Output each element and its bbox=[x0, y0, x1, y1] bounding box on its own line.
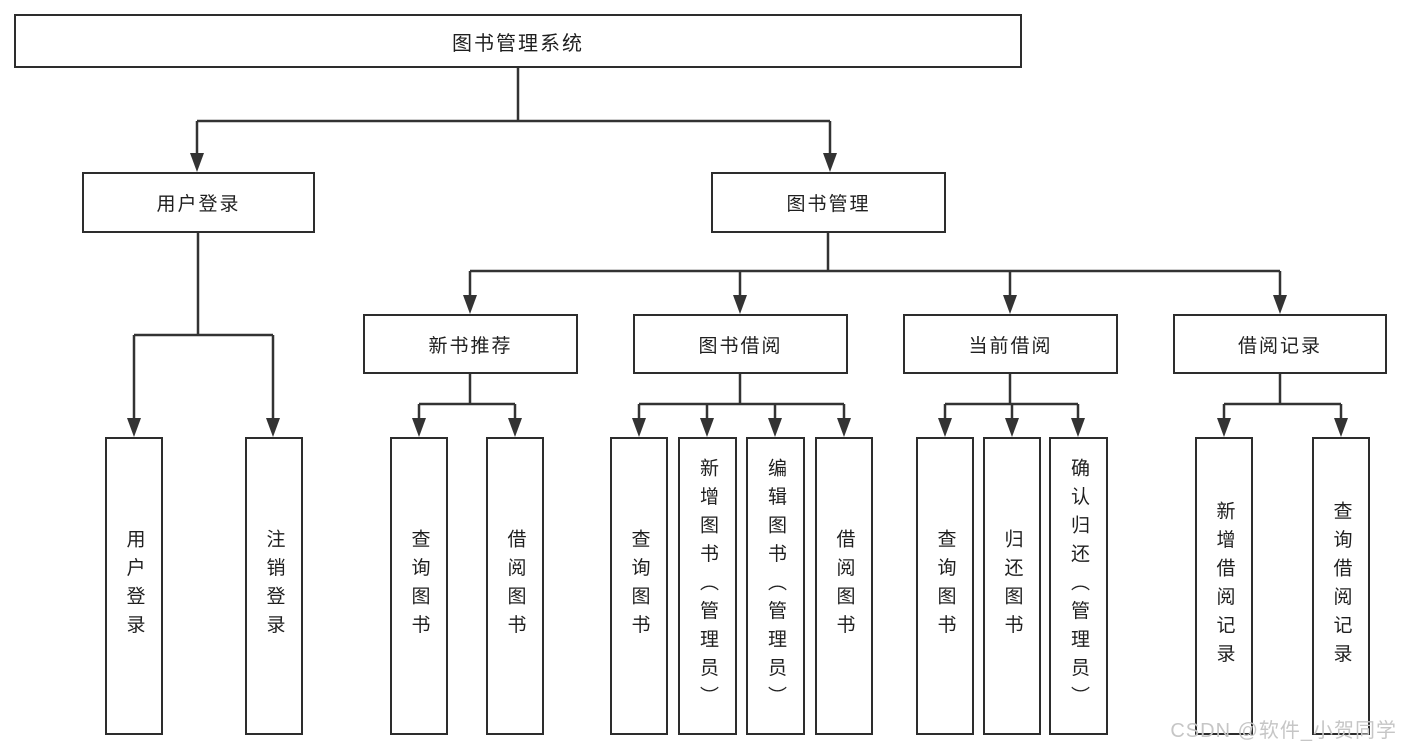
node-label: 借阅图书 bbox=[504, 529, 526, 643]
leaf-user-login: 用户登录 bbox=[105, 437, 163, 735]
node-new-book-recommend: 新书推荐 bbox=[363, 314, 578, 374]
node-label: 用户登录 bbox=[123, 529, 145, 643]
node-book-management: 图书管理 bbox=[711, 172, 946, 233]
node-label: 图书管理系统 bbox=[452, 32, 584, 55]
leaf-logout: 注销登录 bbox=[245, 437, 303, 735]
node-label: 当前借阅 bbox=[968, 335, 1053, 357]
node-label: 新书推荐 bbox=[428, 335, 513, 357]
node-label: 确认归还（管理员） bbox=[1068, 457, 1089, 715]
node-library-system: 图书管理系统 bbox=[14, 14, 1022, 68]
node-current-borrowing: 当前借阅 bbox=[903, 314, 1118, 374]
node-label: 借阅图书 bbox=[833, 529, 855, 643]
leaf-confirm-return-admin: 确认归还（管理员） bbox=[1049, 437, 1108, 735]
node-label: 用户登录 bbox=[156, 194, 241, 215]
leaf-recommend-borrow-book: 借阅图书 bbox=[486, 437, 544, 735]
leaf-add-book-admin: 新增图书（管理员） bbox=[678, 437, 737, 735]
node-label: 查询借阅记录 bbox=[1330, 500, 1352, 672]
node-label: 新增借阅记录 bbox=[1213, 500, 1235, 672]
node-borrowing-records: 借阅记录 bbox=[1173, 314, 1387, 374]
leaf-edit-book-admin: 编辑图书（管理员） bbox=[746, 437, 805, 735]
node-label: 查询图书 bbox=[934, 529, 956, 643]
leaf-current-query-book: 查询图书 bbox=[916, 437, 974, 735]
node-user-login: 用户登录 bbox=[82, 172, 315, 233]
node-label: 新增图书（管理员） bbox=[697, 457, 718, 715]
leaf-return-book: 归还图书 bbox=[983, 437, 1041, 735]
node-label: 注销登录 bbox=[263, 529, 285, 643]
node-book-borrowing: 图书借阅 bbox=[633, 314, 848, 374]
node-label: 编辑图书（管理员） bbox=[765, 457, 786, 715]
leaf-add-borrow-record: 新增借阅记录 bbox=[1195, 437, 1253, 735]
leaf-query-borrow-record: 查询借阅记录 bbox=[1312, 437, 1370, 735]
leaf-borrow-query-book: 查询图书 bbox=[610, 437, 668, 735]
node-label: 查询图书 bbox=[408, 529, 430, 643]
node-label: 图书管理 bbox=[786, 194, 871, 215]
node-label: 借阅记录 bbox=[1237, 335, 1322, 357]
node-label: 图书借阅 bbox=[698, 335, 783, 357]
node-label: 归还图书 bbox=[1001, 529, 1023, 643]
leaf-recommend-query-book: 查询图书 bbox=[390, 437, 448, 735]
csdn-watermark: CSDN @软件_小贺同学 bbox=[1170, 720, 1397, 742]
node-label: 查询图书 bbox=[628, 529, 650, 643]
leaf-borrow-book: 借阅图书 bbox=[815, 437, 873, 735]
